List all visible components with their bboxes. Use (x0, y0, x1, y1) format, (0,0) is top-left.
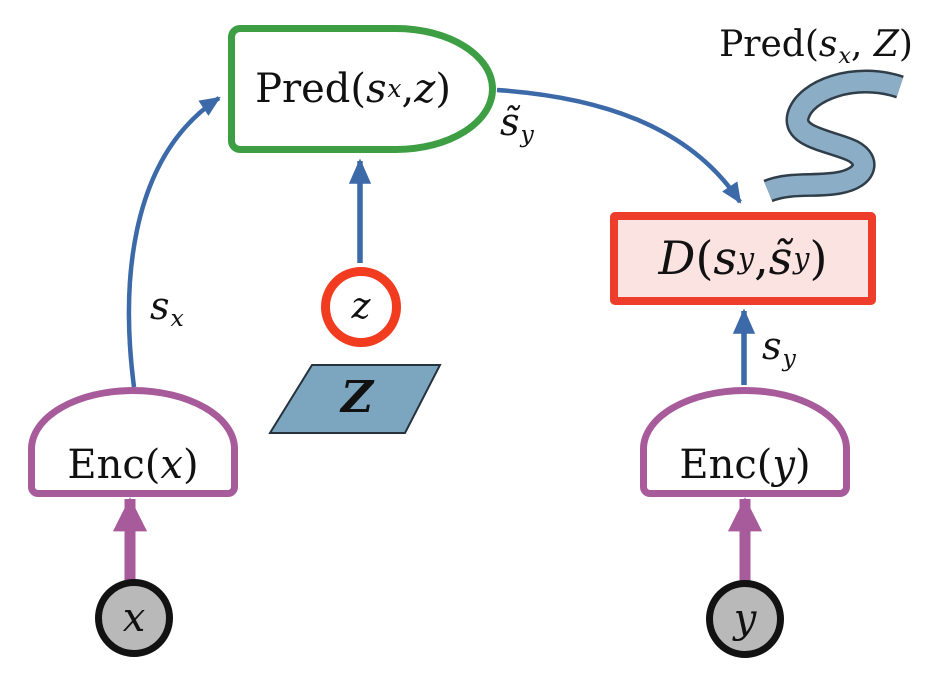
stilde-y-label: s̃y (500, 100, 534, 148)
math-token: , (850, 24, 874, 65)
math-token: , (754, 231, 769, 286)
math-token: y (738, 241, 755, 275)
math-token: Enc( (67, 442, 161, 488)
sy-label: sy (762, 324, 796, 372)
math-token: x (838, 42, 851, 69)
input-y-node: y (706, 580, 784, 658)
math-token: y (772, 442, 795, 488)
math-token: ) (794, 442, 811, 488)
sx-label: sx (150, 284, 184, 332)
math-token: s̃ (500, 100, 520, 144)
math-token: z (414, 66, 436, 112)
math-token: x (170, 304, 184, 333)
math-token: x (387, 73, 402, 103)
math-token: Z (340, 372, 374, 423)
math-token: ( (695, 231, 714, 286)
stilde-arrow (496, 87, 742, 204)
math-token: x (122, 595, 146, 641)
math-token: ) (435, 66, 451, 112)
sx-arrow (126, 96, 221, 388)
math-token: s (365, 66, 387, 112)
math-token: s (762, 324, 782, 368)
encoder-y-node: Enc(y) (640, 387, 850, 497)
math-token: ) (809, 231, 828, 286)
math-token: y (782, 344, 796, 373)
math-token: y (793, 241, 810, 275)
math-token: Pred( (255, 66, 366, 112)
math-token: x (160, 442, 183, 488)
blob-fill (764, 72, 903, 200)
math-token: ) (898, 24, 913, 65)
math-token: Enc( (679, 442, 773, 488)
math-token: Pred( (719, 24, 819, 65)
pred-set-label: Pred(sx, Z) (700, 24, 932, 69)
input-x-node: x (95, 579, 173, 657)
math-token: , (401, 66, 415, 112)
latent-z-node: z (321, 267, 401, 347)
math-token: D (658, 231, 696, 286)
latent-set-label: Z (312, 372, 402, 423)
math-token: s (713, 231, 737, 286)
math-token: ) (182, 442, 199, 488)
math-token: s (818, 24, 838, 65)
latent-set-parallelogram (268, 364, 442, 434)
math-token: z (351, 286, 371, 328)
math-token: y (733, 596, 757, 642)
encoder-x-node: Enc(x) (28, 387, 238, 497)
math-token: y (520, 120, 534, 149)
prediction-set-blob (763, 69, 904, 203)
math-token: s (150, 284, 170, 328)
math-token: Z (873, 24, 899, 65)
math-token: s̃ (768, 231, 793, 286)
